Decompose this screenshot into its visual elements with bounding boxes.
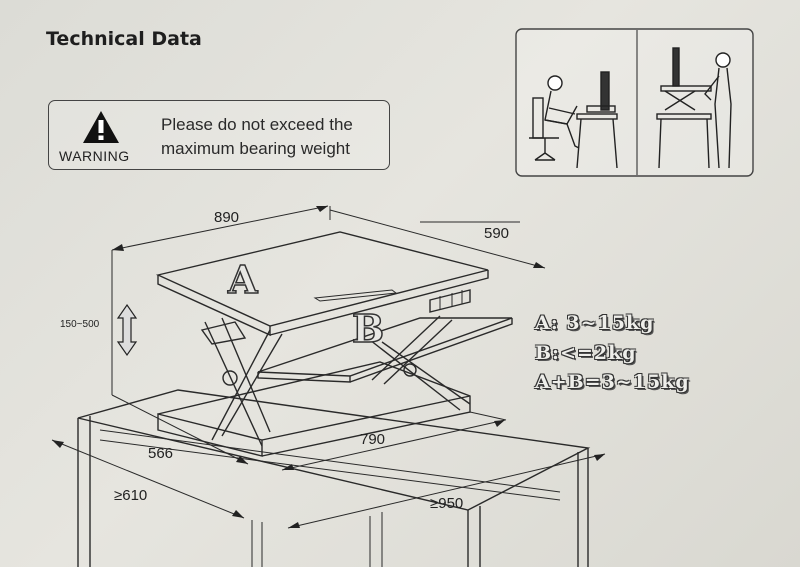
dimension-566-label: 566 (148, 445, 173, 462)
scissor-lift (200, 315, 471, 447)
warning-message: Please do not exceed the maximum bearing… (161, 113, 353, 161)
warning-line-1: Please do not exceed the (161, 115, 353, 134)
table (77, 389, 591, 567)
warning-icon (83, 111, 119, 143)
label-b: B (352, 306, 384, 351)
spec-b: B:<=2kg (535, 342, 637, 364)
usage-illustration (515, 28, 754, 177)
dimension-790: 790 (281, 411, 507, 471)
dimension-610-label: ≥610 (114, 487, 147, 504)
warning-box: WARNING Please do not exceed the maximum… (48, 100, 390, 170)
warning-label: WARNING (59, 148, 130, 164)
dimension-890: 890 (111, 205, 331, 395)
label-a: A (227, 257, 258, 302)
dimension-590-label: 590 (484, 225, 509, 242)
desk-top (155, 231, 489, 337)
converter-base (157, 361, 471, 457)
spec-a: A: 3~15kg (535, 312, 655, 334)
dimension-566: 566 (111, 394, 249, 465)
warning-line-2: maximum bearing weight (161, 139, 350, 158)
dimension-950-label: ≥950 (430, 495, 463, 512)
dimension-950: ≥950 (287, 453, 606, 529)
dimension-610: ≥610 (51, 439, 245, 519)
keyboard-tray (257, 317, 513, 383)
dimension-890-label: 890 (214, 209, 239, 226)
standing-figure (656, 47, 732, 169)
spec-ab: A+B=3~15kg (535, 371, 690, 393)
height-range-label: 150~500 (60, 319, 100, 330)
sitting-figure (529, 71, 618, 169)
dimension-790-label: 790 (360, 431, 385, 448)
dimension-590: 590 (329, 209, 546, 269)
page-title: Technical Data (46, 28, 202, 50)
height-arrow: 150~500 (60, 303, 138, 357)
